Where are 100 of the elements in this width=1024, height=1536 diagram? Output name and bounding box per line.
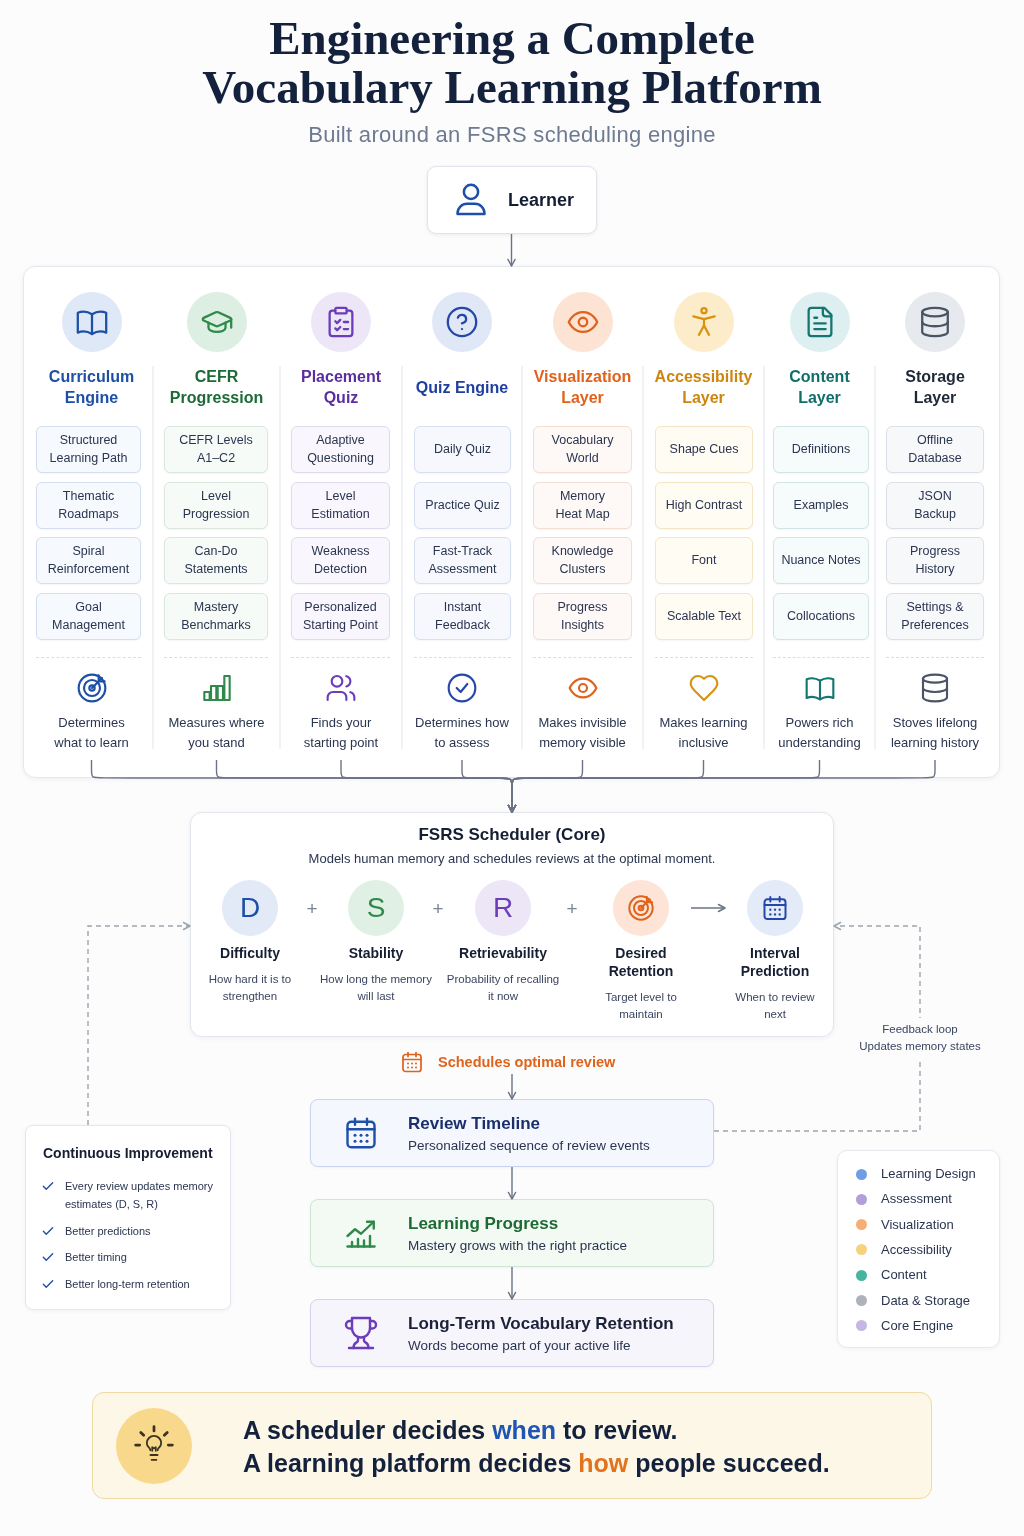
column-heading: Storage Layer	[904, 367, 966, 408]
feature-card	[533, 593, 632, 640]
feature-card	[164, 426, 268, 473]
core-description: Models human memory and schedules reviews at the optimal moment.	[308, 850, 716, 868]
feature-label: Level Progression	[181, 488, 251, 523]
component-title: Retrievability	[458, 944, 548, 962]
variable-symbol: D	[222, 880, 278, 936]
feature-label: Personalized Starting Point	[301, 599, 379, 634]
feature-card	[36, 482, 141, 529]
diagram-subtitle: Built around an FSRS scheduling engine	[308, 121, 716, 149]
feature-label: Daily Quiz	[434, 440, 491, 458]
feature-label: Progress History	[909, 543, 961, 578]
feature-label: Collocations	[786, 607, 856, 625]
feature-card	[886, 593, 984, 640]
arrow	[690, 903, 726, 913]
feature-label: Instant Feedback	[434, 599, 491, 634]
stage-card	[310, 1199, 714, 1267]
component-title: Interval Prediction	[739, 944, 811, 980]
feature-card	[773, 482, 869, 529]
column-description: Stoves lifelong learning history	[889, 714, 981, 752]
feature-label: Scalable Text	[666, 607, 742, 625]
column-heading: Visualization Layer	[532, 367, 633, 408]
column-description: Determines how to assess	[414, 714, 510, 752]
feature-label: Memory Heat Map	[554, 488, 611, 523]
stage-description: Words become part of your active life	[408, 1337, 631, 1355]
arrow	[507, 1166, 517, 1200]
column-heading: Content Layer	[788, 367, 851, 408]
feature-label: Structured Learning Path	[48, 432, 129, 467]
feature-label: Practice Quiz	[425, 496, 500, 514]
feature-label: Weakness Detection	[310, 543, 371, 578]
stage-card	[310, 1299, 714, 1367]
feature-card	[164, 537, 268, 584]
feature-card	[414, 593, 511, 640]
feature-label: High Contrast	[665, 496, 743, 514]
checklist-item: Better timing	[65, 1250, 128, 1265]
feature-label: JSON Backup	[913, 488, 957, 523]
column-heading: Quiz Engine	[414, 377, 510, 398]
feature-card	[773, 593, 869, 640]
feature-card	[291, 482, 390, 529]
feature-card	[36, 593, 141, 640]
feature-card	[886, 426, 984, 473]
feature-card	[36, 426, 141, 473]
feature-card	[291, 593, 390, 640]
plus-sign: +	[432, 899, 444, 919]
column-heading: Placement Quiz	[299, 367, 382, 408]
core-title: FSRS Scheduler (Core)	[418, 824, 606, 846]
component-title: Difficulty	[219, 944, 281, 962]
component-description: Probability of recalling it now	[445, 972, 561, 1004]
feature-card	[533, 426, 632, 473]
stage-card	[310, 1099, 714, 1167]
column-description: Powers rich understanding	[777, 714, 862, 752]
plus-sign: +	[306, 899, 318, 919]
panel-heading: Continuous Improvement	[43, 1144, 213, 1163]
feature-label: Adaptive Questioning	[306, 432, 375, 467]
feature-label: Spiral Reinforcement	[46, 543, 131, 578]
diagram-title: Engineering a Complete Vocabulary Learning Platform	[201, 14, 823, 112]
column-description: Finds your starting point	[302, 714, 380, 752]
summary-banner	[92, 1392, 932, 1499]
feature-card	[886, 537, 984, 584]
feature-card	[773, 537, 869, 584]
plus-sign: +	[566, 899, 578, 919]
column-heading: CEFR Progression	[168, 367, 265, 408]
column-heading: Curriculum Engine	[47, 367, 136, 408]
edge-label: Feedback loop Updates memory states	[857, 1018, 983, 1058]
feature-card	[655, 537, 753, 584]
feature-label: Thematic Roadmaps	[57, 488, 120, 523]
legend-label: Visualization	[881, 1215, 954, 1234]
stage-description: Personalized sequence of review events	[408, 1137, 650, 1155]
legend-label: Core Engine	[881, 1316, 954, 1335]
feature-card	[291, 426, 390, 473]
platform-panel	[23, 266, 1000, 778]
feature-label: Settings & Preferences	[900, 599, 970, 634]
component-description: When to review next	[734, 990, 816, 1022]
legend-label: Assessment	[881, 1190, 952, 1209]
feature-card	[533, 537, 632, 584]
component-title: Desired Retention	[607, 944, 675, 980]
feature-label: Level Estimation	[310, 488, 371, 523]
feature-card	[164, 593, 268, 640]
feature-label: Knowledge Clusters	[550, 543, 615, 578]
legend-label: Data & Storage	[881, 1291, 970, 1310]
stage-title: Long-Term Vocabulary Retention	[408, 1313, 674, 1334]
feature-card	[655, 426, 753, 473]
feature-card	[533, 482, 632, 529]
stage-description: Mastery grows with the right practice	[408, 1237, 628, 1255]
feature-label: CEFR Levels A1–C2	[178, 432, 254, 467]
feature-label: Goal Management	[51, 599, 126, 634]
legend-label: Accessibility	[881, 1240, 952, 1259]
feature-card	[291, 537, 390, 584]
feature-card	[414, 482, 511, 529]
arrow	[507, 1266, 517, 1300]
checklist-item: Better predictions	[65, 1223, 152, 1239]
column-description: Measures where you stand	[167, 714, 266, 752]
banner-text: A scheduler decides when to review.	[243, 1415, 678, 1446]
feature-card	[655, 482, 753, 529]
component-description: How long the memory will last	[319, 972, 433, 1004]
banner-text: A learning platform decides how people succeed.	[243, 1448, 830, 1479]
info-panel	[25, 1125, 231, 1310]
feature-label: Can-Do Statements	[183, 543, 249, 578]
column-heading: Accessibility Layer	[653, 367, 754, 408]
feature-label: Progress Insights	[556, 599, 609, 634]
